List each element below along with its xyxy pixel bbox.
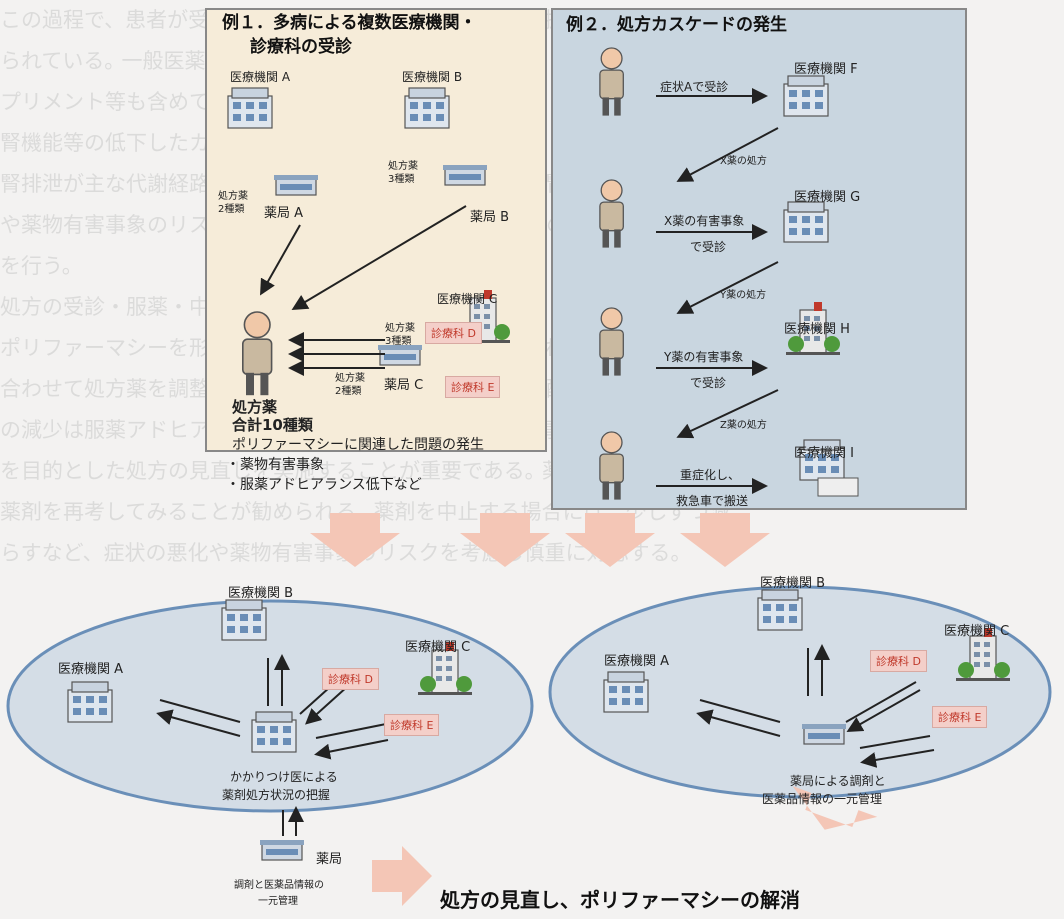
- step4-line1: 重症化し、: [680, 468, 741, 482]
- hospital-f-building: [783, 75, 829, 117]
- sol2-hospital-a-label: 医療機関 A: [604, 654, 670, 669]
- right-arrow-icon: [372, 846, 432, 906]
- pharmacy-a-icon: [273, 174, 319, 196]
- patient-figure: [599, 179, 624, 249]
- down-arrow-icon: [310, 513, 400, 567]
- step2-line2: で受診: [690, 240, 727, 254]
- issue-title: ポリファーマシーに関連した問題の発生: [232, 437, 484, 453]
- example1-title-line2: 診療科の受診: [250, 37, 352, 57]
- sol1-hospital-b-label: 医療機関 B: [228, 586, 294, 601]
- sol2-caption-line2: 医薬品情報の一元管理: [762, 792, 883, 806]
- sol1-dept-e-badge: 診療科 E: [384, 714, 440, 736]
- rx-z-label: Z薬の処方: [720, 420, 767, 431]
- sol2-caption-line1: 薬局による調剤と: [790, 774, 886, 788]
- sol1-pharmacy-caption-line2: 一元管理: [258, 896, 298, 907]
- issue-item: ・服薬アドヒアランス低下など: [226, 477, 422, 493]
- patient-figure: [599, 431, 624, 501]
- example2-title: 例２．処方カスケードの発生: [566, 15, 787, 35]
- solution2-ellipse: [548, 585, 1052, 799]
- hospital-a-building: [67, 681, 113, 723]
- step3-line2: で受診: [690, 376, 727, 390]
- step2-line1: X薬の有害事象: [664, 214, 745, 228]
- step3-line1: Y薬の有害事象: [664, 350, 744, 364]
- down-arrow-icon: [460, 513, 550, 567]
- family-doctor-building: [251, 711, 297, 753]
- down-arrow-icon: [565, 513, 655, 567]
- hospital-f-label: 医療機関 F: [794, 62, 858, 77]
- sol1-hospital-a-label: 医療機関 A: [58, 662, 124, 677]
- sol1-dept-d-badge: 診療科 D: [322, 668, 379, 690]
- pharmacy-icon: [259, 839, 305, 861]
- patient-figure: [599, 47, 624, 117]
- pharmacy-b-icon: [442, 164, 488, 186]
- patient-figure: [242, 311, 273, 397]
- sol1-hospital-c-label: 医療機関 C: [405, 640, 471, 655]
- rx-y-label: Y薬の処方: [720, 290, 767, 301]
- pharmacy-c-label: 薬局 C: [384, 378, 424, 393]
- sol2-hospital-b-label: 医療機関 B: [760, 576, 826, 591]
- sol1-pharmacy-caption-line1: 調剤と医薬品情報の: [234, 880, 324, 891]
- hospital-b-building: [404, 87, 450, 129]
- hospital-g-label: 医療機関 G: [794, 190, 861, 205]
- issue-item: ・薬物有害事象: [226, 457, 324, 473]
- pharmacy-a-label: 薬局 A: [264, 206, 304, 221]
- total-rx-line1: 処方薬: [232, 398, 278, 416]
- hospital-a-label: 医療機関 A: [230, 70, 291, 84]
- pharmacy-b-label: 薬局 B: [470, 210, 510, 225]
- sol1-caption-line2: 薬剤処方状況の把握: [222, 788, 331, 802]
- example1-title-line1: 例１．多病による複数医療機関・: [222, 13, 477, 33]
- down-arrow-icon: [792, 786, 878, 830]
- dept-e-badge: 診療科 E: [445, 376, 501, 398]
- hospital-g-building: [783, 201, 829, 243]
- hospital-b-building: [221, 599, 267, 641]
- sol1-pharmacy-label: 薬局: [316, 852, 343, 867]
- pharmacy-icon: [801, 723, 847, 745]
- hospital-a-building: [227, 87, 273, 129]
- down-arrow-icon: [680, 513, 770, 567]
- sol2-dept-d-badge: 診療科 D: [870, 650, 927, 672]
- step4-line2: 救急車で搬送: [676, 494, 749, 508]
- step1-label: 症状Aで受診: [660, 80, 729, 94]
- patient-figure: [599, 307, 624, 377]
- dept-d-badge: 診療科 D: [425, 322, 482, 344]
- hospital-h-label: 医療機関 H: [784, 322, 850, 337]
- final-conclusion: 処方の見直し、ポリファーマシーの解消: [440, 888, 800, 912]
- hospital-b-building: [757, 589, 803, 631]
- sol2-hospital-c-label: 医療機関 C: [944, 624, 1010, 639]
- sol2-dept-e-badge: 診療科 E: [932, 706, 988, 728]
- sol1-caption-line1: かかりつけ医による: [230, 770, 338, 784]
- rx-x-label: X薬の処方: [720, 156, 767, 167]
- hospital-a-building: [603, 671, 649, 713]
- ambulance-icon: [817, 477, 859, 497]
- hospital-b-label: 医療機関 B: [402, 70, 463, 84]
- total-rx-line2: 合計10種類: [232, 416, 313, 434]
- solution1-ellipse: [6, 599, 534, 813]
- hospital-c-label: 医療機関 C: [437, 292, 498, 306]
- hospital-i-label: 医療機関 I: [794, 446, 854, 461]
